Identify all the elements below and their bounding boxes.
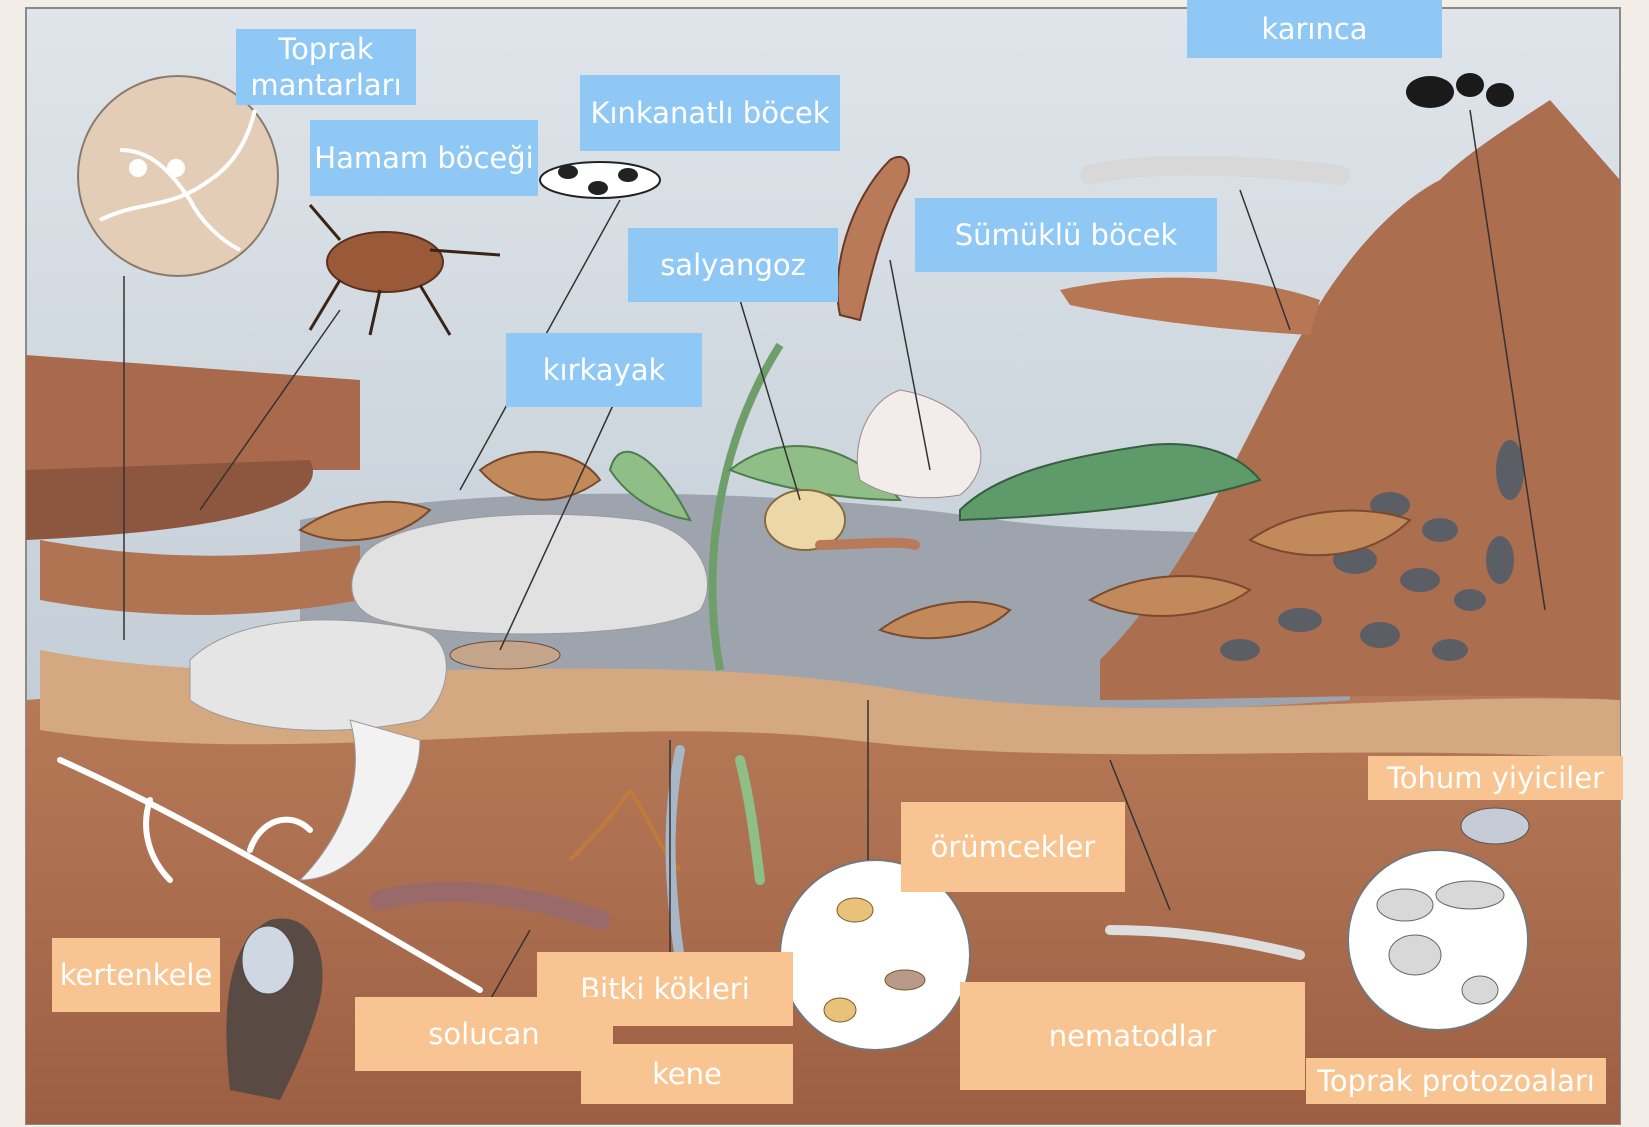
- label-solucan: solucan: [355, 997, 613, 1071]
- centipede: [450, 641, 560, 669]
- protozoa-magnifier: [1348, 850, 1528, 1030]
- label-toprak-mantarlari: Toprak mantarları: [236, 29, 416, 105]
- label-kirkayak: kırkayak: [506, 333, 702, 407]
- label-sumuklu-bocek: Sümüklü böcek: [915, 198, 1217, 272]
- millipede: [1090, 166, 1340, 175]
- stone-lower: [190, 620, 446, 730]
- label-nematodlar: nematodlar: [960, 982, 1305, 1090]
- cockroach: [327, 232, 443, 292]
- label-toprak-protozoalari: Toprak protozoaları: [1306, 1058, 1606, 1104]
- label-kene: kene: [581, 1044, 793, 1104]
- label-kinkanatli-bocek: Kınkanatlı böcek: [580, 75, 840, 151]
- label-kertenkele: kertenkele: [52, 938, 220, 1012]
- label-orumcekler: örümcekler: [901, 802, 1125, 892]
- label-salyangoz: salyangoz: [628, 228, 838, 302]
- fungal-spore: [167, 159, 185, 177]
- springtail: [1461, 808, 1529, 844]
- larva: [242, 926, 294, 994]
- label-hamam-bocegi: Hamam böceği: [310, 120, 538, 196]
- label-karinca: karınca: [1187, 0, 1442, 58]
- snail-body: [820, 543, 915, 545]
- stone-upper: [352, 514, 708, 634]
- label-tohum-yiyiciler: Tohum yiyiciler: [1368, 756, 1623, 800]
- fungal-spore: [129, 159, 147, 177]
